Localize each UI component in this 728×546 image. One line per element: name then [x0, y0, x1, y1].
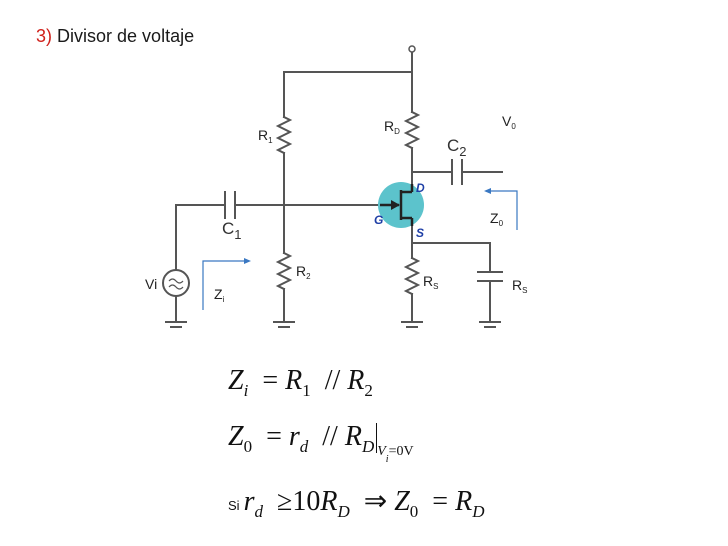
c1-label: C1: [222, 219, 242, 242]
supply-terminal: [408, 45, 416, 53]
vi-source: [162, 269, 190, 297]
cs-rs-label: RS: [512, 277, 528, 295]
rd-label: RD: [384, 118, 400, 136]
r1-resistor: [275, 115, 293, 155]
gate-pin-label: G: [374, 213, 384, 227]
c2-label: C2: [447, 136, 467, 159]
rd-resistor: [403, 110, 421, 150]
r1-label: R1: [258, 127, 273, 145]
rs-resistor: [403, 256, 421, 296]
r2-resistor: [275, 251, 293, 291]
zi-label: Zi: [214, 286, 225, 304]
ground-symbols: [165, 321, 501, 328]
title-text: Divisor de voltaje: [57, 26, 195, 46]
slide-title: 3) Divisor de voltaje: [36, 26, 194, 47]
z0-arrow-icon: [486, 190, 518, 230]
v0-label: V0: [502, 113, 516, 131]
rs-label: RS: [423, 273, 439, 291]
equation-zi: Zi = R1 // R2: [228, 365, 373, 400]
r2-label: R2: [296, 263, 311, 281]
z0-label: Z0: [490, 210, 504, 228]
vi-tilde-icon: [168, 278, 184, 290]
jfet-gate-arrow-icon: [391, 200, 400, 210]
source-pin-label: S: [416, 226, 425, 240]
title-number: 3): [36, 26, 53, 46]
zi-arrow-icon: [202, 260, 248, 310]
vi-label: Vi: [145, 276, 158, 292]
drain-pin-label: D: [416, 181, 425, 195]
